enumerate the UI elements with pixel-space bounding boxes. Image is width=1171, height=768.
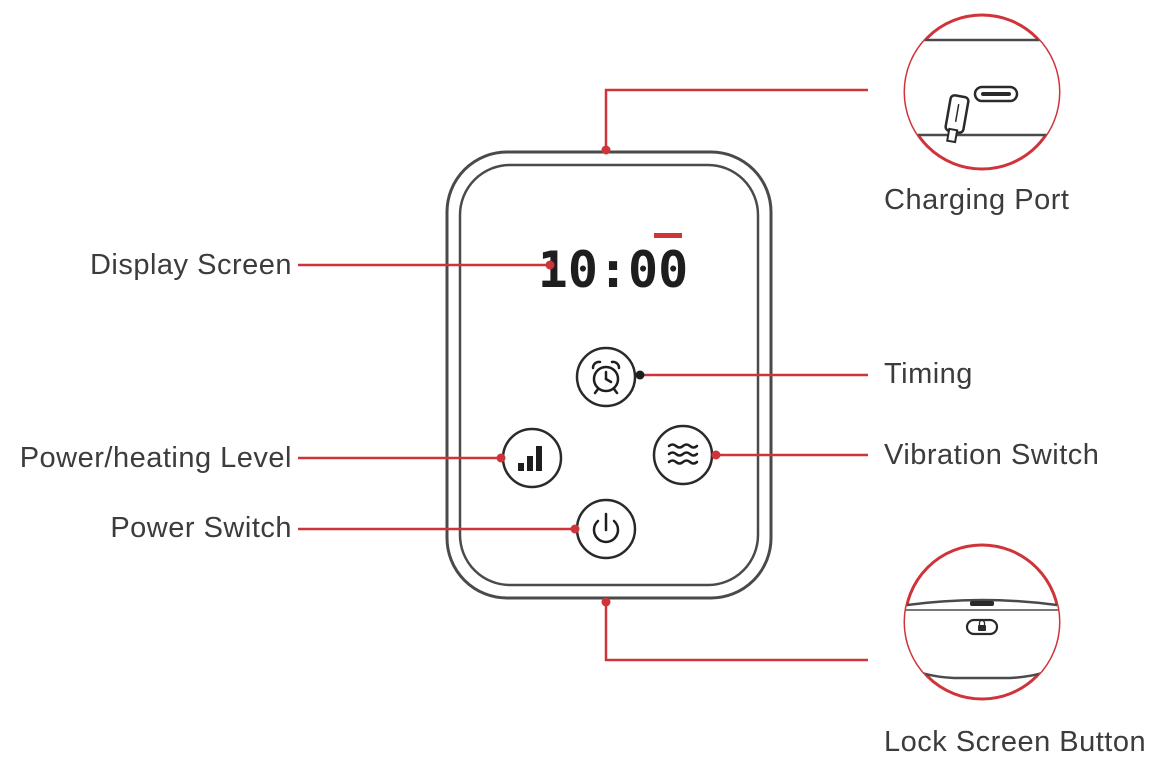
vibration-button[interactable] (652, 424, 714, 486)
label-power-heating-level: Power/heating Level (19, 442, 292, 474)
leader-lines (298, 88, 868, 662)
power-button[interactable] (575, 498, 637, 560)
power-level-button[interactable] (501, 427, 563, 489)
label-display-screen: Display Screen (89, 249, 292, 281)
leader-lines-dark (640, 373, 868, 457)
power-icon (592, 512, 620, 544)
label-lock-screen-button: Lock Screen Button (884, 726, 1147, 758)
label-power-switch: Power Switch (110, 512, 292, 544)
leader-dots (496, 145, 721, 607)
usb-plug-icon (944, 94, 970, 144)
display-time: 10:00 (538, 241, 689, 299)
display-indicator (654, 233, 682, 238)
lock-icon (965, 618, 999, 636)
lock-screen-callout (903, 543, 1061, 701)
display-screen: 10:00 (538, 233, 689, 299)
waves-icon (667, 443, 699, 465)
charging-port-callout (903, 13, 1061, 171)
leader-charging-port (604, 88, 868, 150)
signal-bars-icon (518, 446, 542, 471)
label-timing: Timing (884, 358, 973, 390)
label-vibration-switch: Vibration Switch (884, 439, 1100, 471)
timing-button[interactable] (575, 346, 637, 408)
label-charging-port: Charging Port (884, 184, 1070, 216)
leader-lock-screen (604, 602, 868, 662)
alarm-clock-icon (591, 360, 621, 395)
